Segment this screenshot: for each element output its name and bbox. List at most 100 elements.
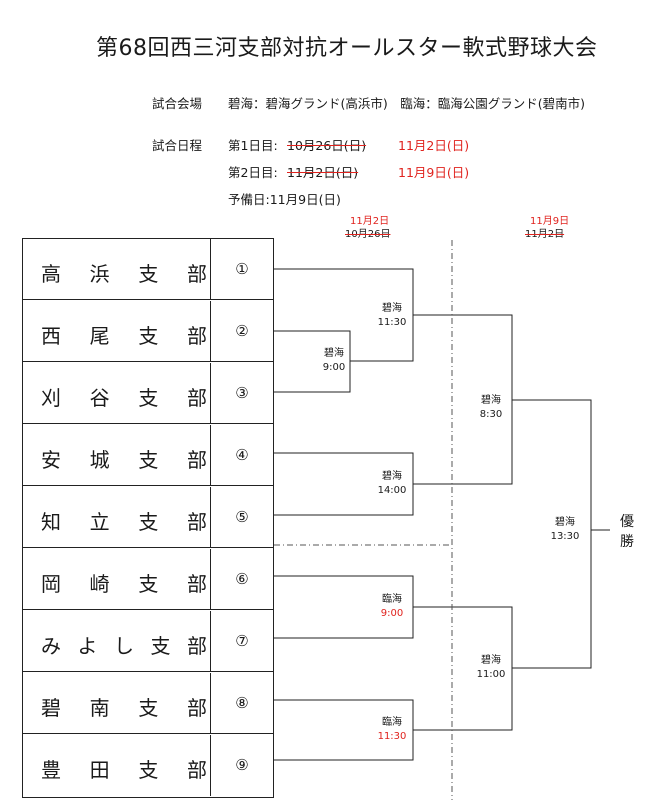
day1-old-date: 10月26日(日) <box>287 138 367 153</box>
match-8-9: 臨海 11:30 <box>367 716 417 744</box>
match-final: 碧海 13:30 <box>540 516 590 544</box>
team-name: 西尾支部 <box>23 301 211 362</box>
team-name-char: 谷 <box>89 386 110 410</box>
match-time: 11:00 <box>476 669 506 680</box>
match-4-5: 碧海 14:00 <box>367 470 417 498</box>
team-name-char: 岡 <box>41 572 61 596</box>
day2-old-date: 11月2日(日) <box>287 165 359 180</box>
team-name-char: 崎 <box>89 572 110 596</box>
team-name-char: 部 <box>187 758 207 782</box>
team-name-char: 部 <box>187 510 207 534</box>
match-semi2: 碧海 11:00 <box>466 654 516 682</box>
team-name-char: 部 <box>187 634 207 658</box>
team-name: 豊田支部 <box>23 735 211 796</box>
team-name-char: 城 <box>89 448 110 472</box>
team-number: ② <box>211 301 273 362</box>
team-name-char: み <box>41 634 61 658</box>
day2-label: 第2日目: <box>228 165 278 180</box>
match-time: 14:00 <box>377 485 407 496</box>
team-name-char: 支 <box>138 758 159 782</box>
col1-old-date: 10月26日 <box>345 229 391 240</box>
col2-new-date: 11月9日 <box>530 216 570 227</box>
match-venue: 臨海 <box>382 594 402 605</box>
match-time: 9:00 <box>322 362 346 373</box>
team-row: 豊 田 支 部 ⑨ <box>23 735 273 797</box>
team-name-char: 支 <box>138 262 159 286</box>
team-name: 知立支部 <box>23 487 211 548</box>
match-2-3: 碧海 9:00 <box>309 347 359 375</box>
team-number: ⑧ <box>211 673 273 734</box>
match-venue: 碧海 <box>382 303 402 314</box>
match-time: 13:30 <box>550 531 580 542</box>
team-name-char: 知 <box>41 510 61 534</box>
day2-new-date: 11月9日(日) <box>398 165 470 180</box>
match-semi1: 碧海 8:30 <box>466 394 516 422</box>
team-name-char: 支 <box>138 386 159 410</box>
team-name: みよし支部 <box>23 611 211 672</box>
team-name-char: 支 <box>138 572 159 596</box>
schedule-label: 試合日程 <box>152 138 203 153</box>
team-number: ⑦ <box>211 611 273 672</box>
team-name-char: よ <box>77 634 98 658</box>
match-time: 11:30 <box>377 317 407 328</box>
team-name-char: 支 <box>138 324 159 348</box>
match-time: 11:30 <box>377 731 407 742</box>
team-number: ⑨ <box>235 756 249 774</box>
team-name-char: 立 <box>89 510 110 534</box>
team-name: 高浜支部 <box>23 239 211 300</box>
team-name-char: 部 <box>187 324 207 348</box>
team-name-char: 南 <box>89 696 110 720</box>
team-name-char: 支 <box>138 696 159 720</box>
team-name-char: し <box>114 634 134 658</box>
team-number: ① <box>211 239 273 300</box>
team-number: ④ <box>211 425 273 486</box>
page-title: 第68回西三河支部対抗オールスター軟式野球大会 <box>96 36 598 61</box>
team-name-char: 支 <box>150 634 171 658</box>
match-venue: 碧海 <box>555 517 575 528</box>
team-name-char: 豊 <box>41 758 61 782</box>
team-name-char: 部 <box>187 572 207 596</box>
venue-label: 試合会場 <box>152 96 203 111</box>
match-venue: 碧海 <box>324 348 344 359</box>
team-name-char: 浜 <box>89 262 110 286</box>
team-name-char: 尾 <box>89 324 110 348</box>
team-name-char: 安 <box>41 448 61 472</box>
venue-value: 碧海：碧海グランド(高浜市) 臨海：臨海公園グランド(碧南市) <box>228 96 586 111</box>
team-name-char: 西 <box>41 324 61 348</box>
team-number: ⑥ <box>211 549 273 610</box>
team-name-char: 部 <box>187 262 207 286</box>
champion-label: 優勝 <box>620 514 634 550</box>
match-6-7: 臨海 9:00 <box>367 593 417 621</box>
team-name-char: 支 <box>138 510 159 534</box>
team-name-char: 高 <box>41 262 61 286</box>
match-venue: 碧海 <box>481 655 501 666</box>
match-venue: 碧海 <box>481 395 501 406</box>
col2-old-date: 11月2日 <box>525 229 565 240</box>
team-name: 刈谷支部 <box>23 363 211 424</box>
day1-label: 第1日目: <box>228 138 278 153</box>
match-venue: 臨海 <box>382 717 402 728</box>
match-venue: 碧海 <box>382 471 402 482</box>
team-name-char: 田 <box>89 758 110 782</box>
reserve-day: 予備日:11月9日(日) <box>228 192 341 207</box>
team-number: ③ <box>211 363 273 424</box>
team-name-char: 碧 <box>41 696 61 720</box>
team-name-char: 部 <box>187 448 207 472</box>
team-number: ⑤ <box>211 487 273 548</box>
match-time: 8:30 <box>479 409 503 420</box>
team-name-char: 支 <box>138 448 159 472</box>
team-name: 安城支部 <box>23 425 211 486</box>
team-name-char: 刈 <box>41 386 61 410</box>
match-time: 9:00 <box>380 608 404 619</box>
team-name-char: 部 <box>187 386 207 410</box>
